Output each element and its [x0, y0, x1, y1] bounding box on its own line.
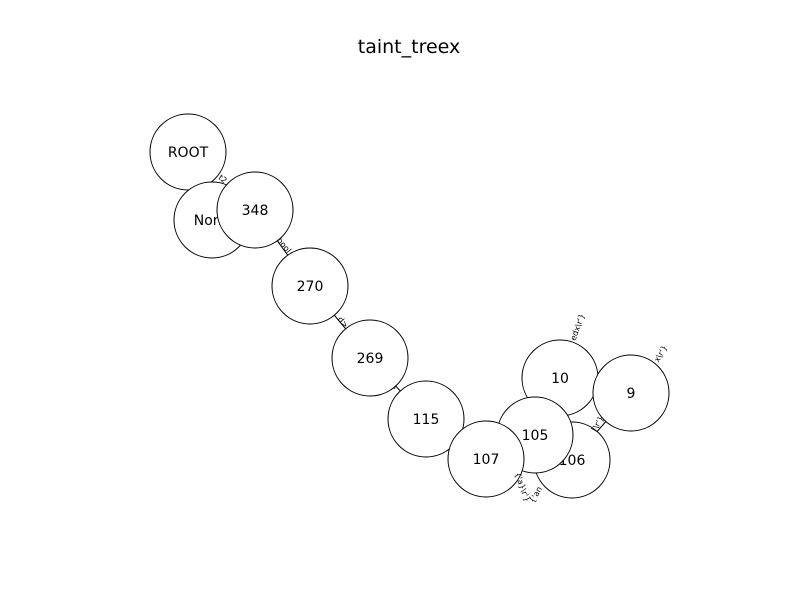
node-root: ROOT [149, 113, 227, 191]
node-label-348: 348 [242, 203, 269, 219]
diagram-title: taint_treex [358, 36, 461, 58]
node-circle-9 [592, 354, 670, 432]
node-label-115: 115 [413, 412, 440, 428]
node-circle-115 [387, 380, 465, 458]
node-label-root: ROOT [168, 145, 209, 161]
node-115: 115 [387, 380, 465, 458]
node-270: 270 [271, 247, 349, 325]
node-circle-107 [447, 420, 525, 498]
floating-lbl-9: x\r'} [652, 344, 669, 364]
floating-lbl-106: {'an [528, 485, 544, 504]
node-circle-348 [216, 171, 294, 249]
node-label-269: 269 [357, 351, 384, 367]
node-circle-270 [271, 247, 349, 325]
node-label-105: 105 [522, 428, 549, 444]
node-107: 107 [447, 420, 525, 498]
floating-lbl-10: edx\r'} [569, 312, 587, 341]
node-label-9: 9 [627, 386, 636, 402]
node-348: 348 [216, 171, 294, 249]
node-label-270: 270 [297, 279, 324, 295]
node-269: 269 [331, 319, 409, 397]
node-label-10: 10 [551, 371, 569, 387]
node-label-107: 107 [473, 452, 500, 468]
node-circle-269 [331, 319, 409, 397]
node-9: 9 [592, 354, 670, 432]
